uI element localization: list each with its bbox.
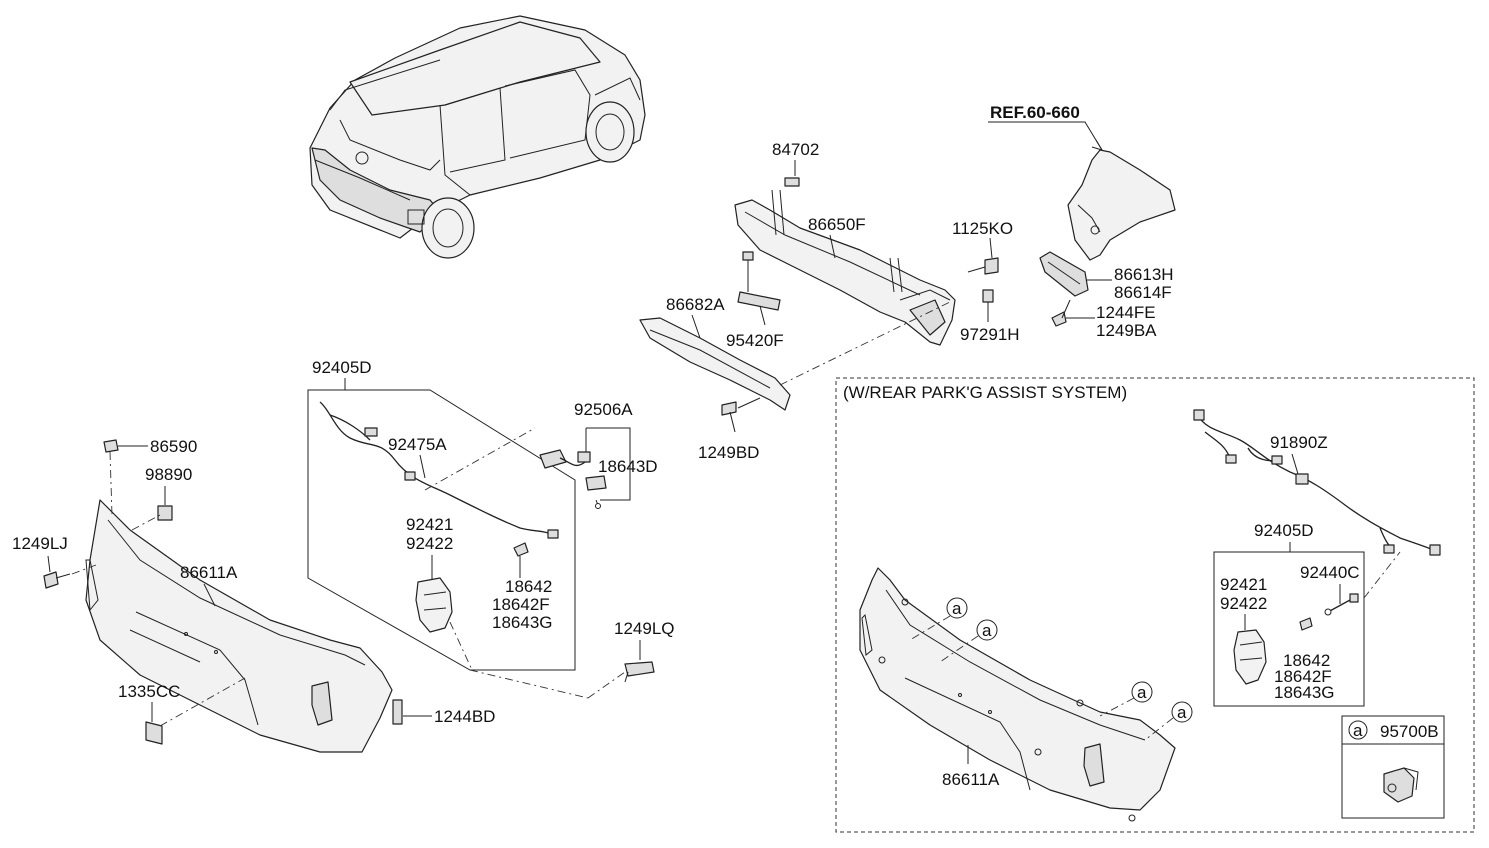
label-1249LQ[interactable]: 1249LQ xyxy=(614,619,675,638)
callout-a-3[interactable]: a xyxy=(1137,683,1147,702)
rear-beam-part: 84702 86650F xyxy=(734,140,956,346)
bracket-95420F: 95420F xyxy=(726,251,784,350)
absorber-86682A: 86682A xyxy=(639,295,951,411)
option-label-86611A[interactable]: 86611A xyxy=(942,770,1000,789)
clip-97291H: 97291H xyxy=(960,289,1020,344)
vehicle-illustration xyxy=(309,15,646,259)
option-label-18642[interactable]: 18642 xyxy=(1283,651,1330,670)
screw-1249BD: 1249BD xyxy=(698,397,761,462)
label-86682A[interactable]: 86682A xyxy=(666,295,725,314)
label-18642F[interactable]: 18642F xyxy=(492,595,550,614)
label-86590[interactable]: 86590 xyxy=(150,437,197,456)
license-lamp-92506A: 92506A 18643D xyxy=(539,400,658,509)
label-18643D[interactable]: 18643D xyxy=(598,457,658,476)
label-1335CC[interactable]: 1335CC xyxy=(118,682,180,701)
legend-callout-a[interactable]: a xyxy=(1353,721,1363,740)
option-label-92421[interactable]: 92421 xyxy=(1220,575,1267,594)
option-rear-park-assist: (W/REAR PARK'G ASSIST SYSTEM) 91890Z 924… xyxy=(835,377,1475,833)
rear-bumper-left: 86611A xyxy=(85,499,393,753)
ref-fender-part: REF.60-660 xyxy=(988,103,1176,261)
option-label-91890Z[interactable]: 91890Z xyxy=(1270,433,1328,452)
option-label-92405D[interactable]: 92405D xyxy=(1254,521,1314,540)
label-95420F[interactable]: 95420F xyxy=(726,331,784,350)
option-label-92422[interactable]: 92422 xyxy=(1220,594,1267,613)
ref-label[interactable]: REF.60-660 xyxy=(990,103,1080,122)
side-bracket-part: 86613H 86614F 1244FE 1249BA xyxy=(1039,251,1174,340)
label-1125KO[interactable]: 1125KO xyxy=(952,219,1013,238)
label-98890[interactable]: 98890 xyxy=(145,465,192,484)
label-92405D[interactable]: 92405D xyxy=(312,358,372,377)
label-92475A[interactable]: 92475A xyxy=(388,435,447,454)
label-92421[interactable]: 92421 xyxy=(406,515,453,534)
harness-group: 92405D 92475A 92421 92422 18642 18642F 1… xyxy=(307,358,576,671)
label-1249LJ[interactable]: 1249LJ xyxy=(12,534,68,553)
bolt-1125KO: 1125KO xyxy=(952,219,1013,275)
label-86611A[interactable]: 86611A xyxy=(180,563,238,582)
callout-a-2[interactable]: a xyxy=(982,621,992,640)
label-95700B[interactable]: 95700B xyxy=(1380,722,1439,741)
label-86614F[interactable]: 86614F xyxy=(1114,283,1172,302)
callout-a-4[interactable]: a xyxy=(1177,703,1187,722)
label-18642[interactable]: 18642 xyxy=(505,577,552,596)
fasteners-left: 86590 98890 1249LJ 1335CC 1244BD 1249LQ xyxy=(12,437,675,745)
label-86613H[interactable]: 86613H xyxy=(1114,265,1174,284)
label-86650F[interactable]: 86650F xyxy=(808,215,866,234)
option-label-18643G[interactable]: 18643G xyxy=(1274,683,1335,702)
label-92422[interactable]: 92422 xyxy=(406,534,453,553)
label-84702[interactable]: 84702 xyxy=(772,140,819,159)
label-1244FE[interactable]: 1244FE xyxy=(1096,303,1156,322)
label-18643G[interactable]: 18643G xyxy=(492,613,553,632)
option-title[interactable]: (W/REAR PARK'G ASSIST SYSTEM) xyxy=(843,383,1127,402)
option-label-18642F[interactable]: 18642F xyxy=(1274,667,1332,686)
label-97291H[interactable]: 97291H xyxy=(960,325,1020,344)
option-label-92440C[interactable]: 92440C xyxy=(1300,563,1360,582)
label-92506A[interactable]: 92506A xyxy=(574,400,633,419)
callout-a-1[interactable]: a xyxy=(952,599,962,618)
label-1249BA[interactable]: 1249BA xyxy=(1096,321,1157,340)
label-1244BD[interactable]: 1244BD xyxy=(434,707,495,726)
label-1249BD[interactable]: 1249BD xyxy=(698,443,759,462)
